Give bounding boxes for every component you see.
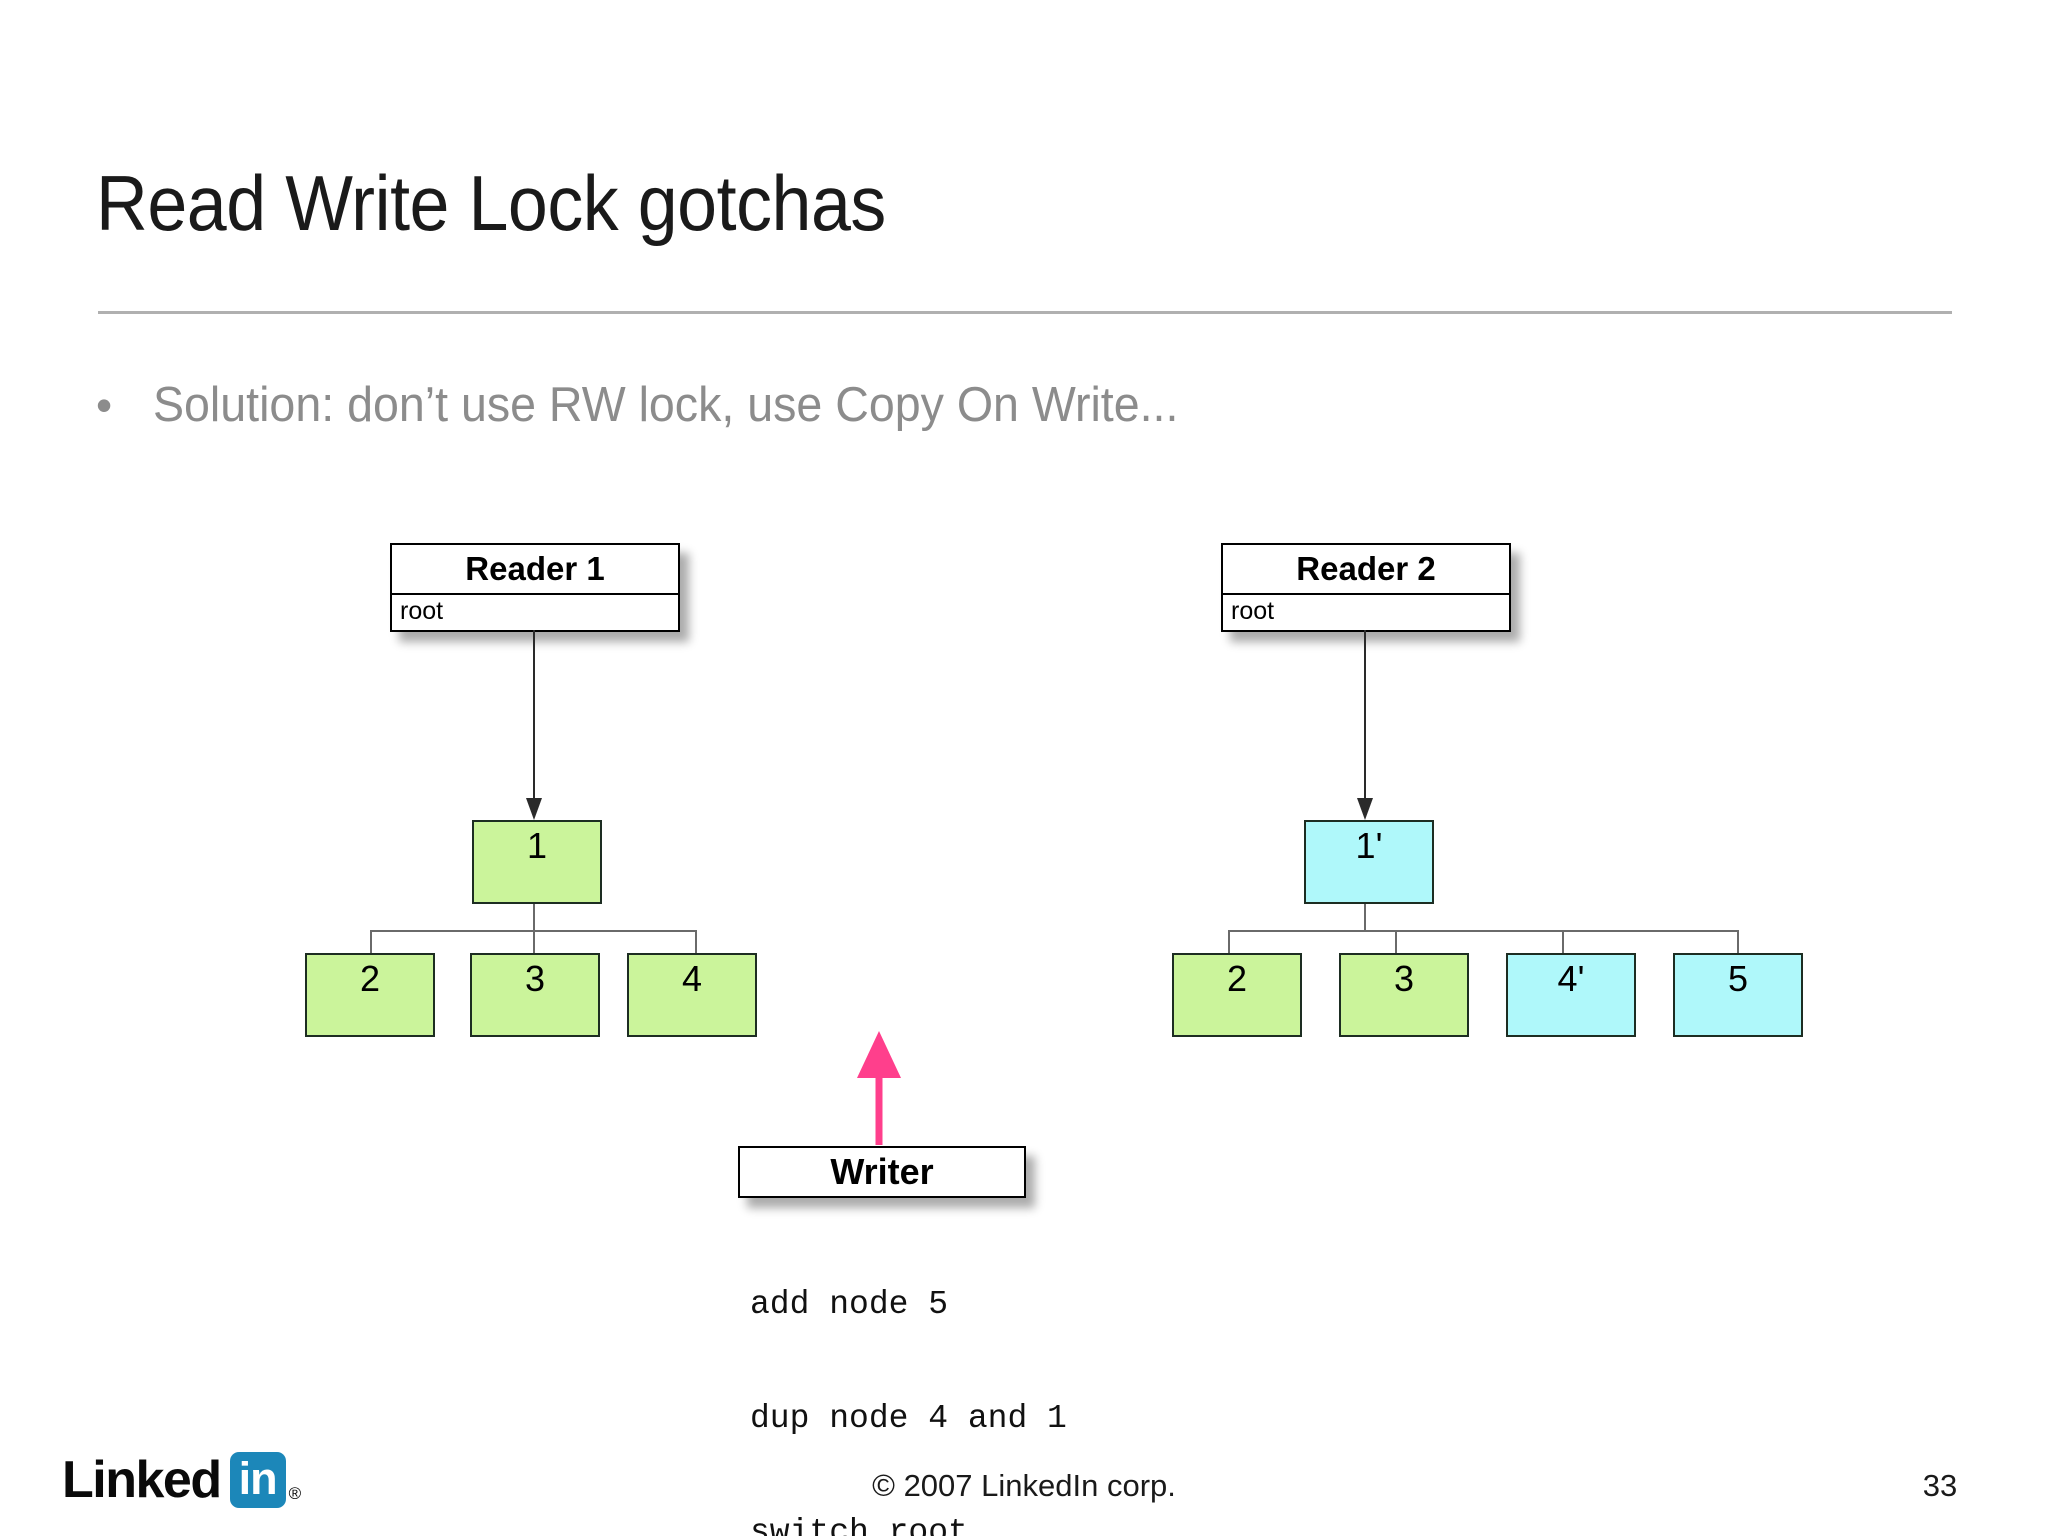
reader1-node-2[interactable]: 2 (305, 953, 435, 1037)
reader2-bus-line (1228, 930, 1738, 932)
linkedin-wordmark: Linked (62, 1451, 222, 1509)
linkedin-badge-text: in (238, 1452, 278, 1504)
reader2-node-4prime[interactable]: 4' (1506, 953, 1636, 1037)
writer-step: switch root (750, 1514, 968, 1536)
page-number: 33 (1922, 1468, 1958, 1503)
writer-step: dup node 4 and 1 (750, 1400, 1067, 1437)
reader2-drop-line-1 (1228, 930, 1230, 954)
linkedin-logo: Linked in ® (62, 1452, 301, 1508)
reader2-root-field: root (1231, 597, 1275, 625)
reader1-drop-line-1 (370, 930, 372, 954)
node-label: 2 (1226, 958, 1248, 999)
node-label: 1' (1355, 825, 1383, 866)
reader1-title: Reader 1 (392, 545, 678, 595)
node-label: 4 (681, 958, 703, 999)
bullet-text: Solution: don’t use RW lock, use Copy On… (153, 378, 1179, 432)
reader1-root-field: root (400, 597, 444, 625)
title-divider (98, 311, 1952, 314)
reader2-node-5[interactable]: 5 (1673, 953, 1803, 1037)
reader2-drop-line-4 (1737, 930, 1739, 954)
linkedin-badge-icon: in (229, 1452, 286, 1508)
writer-step: add node 5 (750, 1286, 949, 1323)
reader1-drop-line-3 (695, 930, 697, 954)
bullet-line: • Solution: don’t use RW lock, use Copy … (96, 377, 1206, 433)
reader1-node-4[interactable]: 4 (627, 953, 757, 1037)
writer-title: Writer (830, 1151, 934, 1192)
node-label: 3 (1393, 958, 1415, 999)
writer-steps-list: add node 5 dup node 4 and 1 switch root … (750, 1210, 1443, 1536)
reader2-drop-line-2 (1395, 930, 1397, 954)
node-label: 3 (524, 958, 546, 999)
page-title: Read Write Lock gotchas (96, 159, 886, 247)
reader2-drop-line-3 (1562, 930, 1564, 954)
reader1-drop-line-2 (533, 930, 535, 954)
reader1-node-1[interactable]: 1 (472, 820, 602, 904)
reader2-title: Reader 2 (1223, 545, 1509, 595)
node-label: 1 (526, 825, 548, 866)
node-label: 4' (1557, 958, 1585, 999)
reader2-node-3[interactable]: 3 (1339, 953, 1469, 1037)
reader1-box[interactable]: Reader 1 root (390, 543, 680, 632)
node-label: 5 (1727, 958, 1749, 999)
reader2-trunk-line (1364, 904, 1366, 932)
registered-mark: ® (288, 1484, 302, 1503)
writer-box[interactable]: Writer (738, 1146, 1026, 1198)
node-label: 2 (359, 958, 381, 999)
bullet-marker-icon: • (96, 379, 113, 431)
reader2-box[interactable]: Reader 2 root (1221, 543, 1511, 632)
copyright-text: © 2007 LinkedIn corp. (872, 1468, 1176, 1503)
reader2-node-2[interactable]: 2 (1172, 953, 1302, 1037)
reader1-node-3[interactable]: 3 (470, 953, 600, 1037)
reader1-trunk-line (533, 904, 535, 932)
reader2-node-1prime[interactable]: 1' (1304, 820, 1434, 904)
